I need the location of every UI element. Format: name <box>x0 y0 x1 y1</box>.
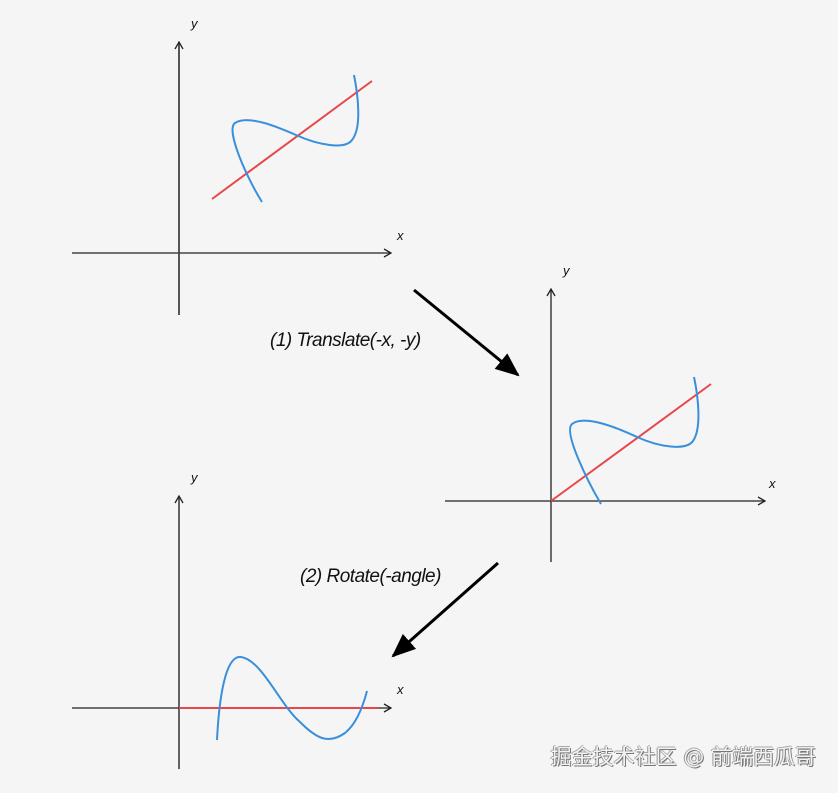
red-line <box>211 80 373 200</box>
y-axis-label: y <box>191 470 198 485</box>
step2-arrow <box>391 561 499 658</box>
x-axis-label: x <box>397 228 404 243</box>
red-line <box>550 383 712 502</box>
x-axis-label: x <box>769 476 776 491</box>
panel-translated <box>445 287 767 562</box>
y-axis-label: y <box>563 263 570 278</box>
step1-label: (1) Translate(-x, -y) <box>270 330 421 351</box>
blue-curve <box>231 74 360 203</box>
y-axis-label: y <box>191 16 198 31</box>
panel-original <box>72 40 393 315</box>
x-axis-label: x <box>397 682 404 697</box>
blue-curve <box>569 376 700 505</box>
step1-arrow <box>413 288 520 377</box>
panel-rotated <box>72 494 393 769</box>
step2-label: (2) Rotate(-angle) <box>300 566 441 587</box>
watermark: 掘金技术社区 @ 前端西瓜哥 <box>550 745 816 769</box>
blue-curve <box>216 656 368 741</box>
